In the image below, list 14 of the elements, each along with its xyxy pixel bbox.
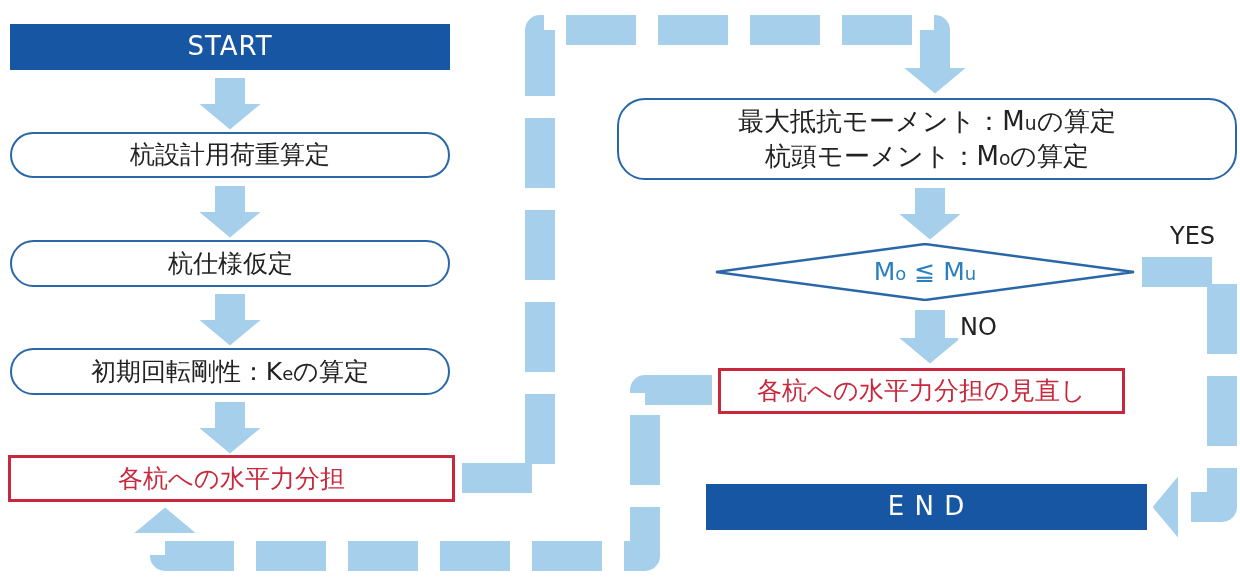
block-arrow [462, 15, 966, 493]
block-arrow [899, 188, 961, 240]
process-box: 各杭への水平力分担の見直し [718, 368, 1125, 414]
process-box: 杭設計用荷重算定 [10, 132, 450, 178]
block-arrow [1142, 257, 1237, 538]
start-bar: START [10, 24, 450, 70]
end-bar: E N D [706, 484, 1147, 530]
process-box [617, 98, 1237, 180]
process-box: 杭仕様仮定 [10, 240, 450, 287]
process-box: 各杭への水平力分担 [8, 455, 455, 502]
block-arrow [199, 186, 261, 238]
block-arrow [199, 78, 261, 130]
block-arrow [199, 402, 261, 454]
block-arrow [199, 294, 261, 346]
